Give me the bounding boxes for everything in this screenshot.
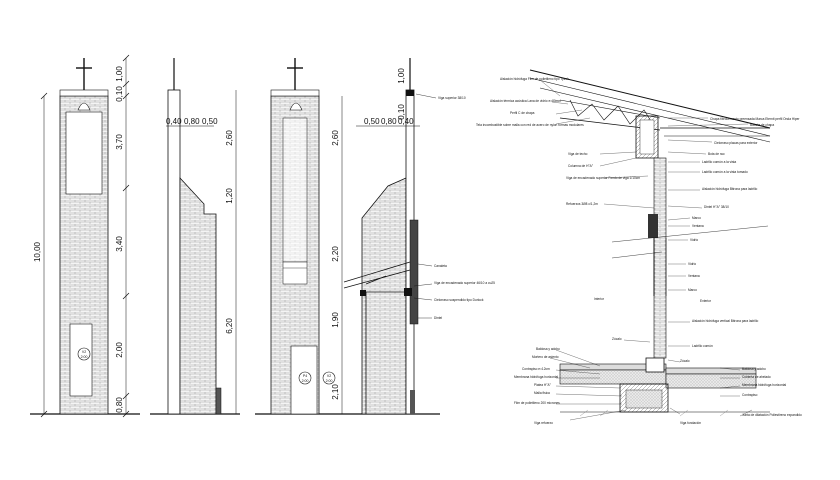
svg-text:2:00: 2:00 (302, 379, 309, 383)
note-section-23: Zócalo (612, 337, 622, 341)
ground-hatch (579, 409, 729, 417)
dim-base: 0,80 (115, 397, 124, 413)
note-section-7: Cielorraso placas para exterior (714, 141, 758, 145)
svg-text:2:00: 2:00 (326, 379, 333, 383)
dim-upper2-b: 2,60 (331, 130, 340, 146)
note-viga-encadenado: Viga de encadenado superior 46/10 a cu25 (434, 281, 495, 285)
note-section-20: Interior (594, 297, 605, 301)
note-section-25: Mortero de asiento (532, 355, 559, 359)
note-section-28: Platea H°A° (534, 383, 552, 387)
note-section-19b: Vidrio (688, 262, 696, 266)
note-section-1: Aislación hidrófuga Film de polietileno … (500, 77, 569, 81)
note-section-35: Baldosa y adobo (742, 367, 766, 371)
note-section-40: Junta de dilatación Poliestireno expandi… (742, 413, 802, 417)
note-section-17b: Marco (688, 288, 697, 292)
dim-low2: 2,10 (331, 384, 340, 400)
dim-w1-b: 0,40 (398, 117, 414, 126)
dim-mid4: 2,20 (331, 246, 340, 262)
note-section-8: Viga de techo (568, 152, 588, 156)
dim-w3-b: 0,50 (364, 117, 380, 126)
note-section-13: Ladrillo común a la vista (702, 160, 736, 164)
tag-v2-front: V2 2:00 (77, 347, 91, 361)
dim-w1-side: 0,40 (166, 117, 182, 126)
dimension-chain-front (40, 54, 130, 418)
note-section-32: Viga fundación (680, 421, 701, 425)
note-section-22: Aislación hidrófuga vertical Bitrona par… (692, 319, 758, 323)
note-section-6: Babeta de chapa (750, 123, 774, 127)
note-section-34: Ladrillo común (692, 344, 713, 348)
dim-mid: 3,40 (115, 236, 124, 252)
note-section-14: Ladrillo común a la vista tomado (702, 170, 748, 174)
dim-total: 10,00 (33, 241, 42, 262)
tag-p4: P4 2:00 (298, 371, 312, 385)
dim-upper2: 2,60 (225, 130, 234, 146)
dim-mid5: 1,90 (331, 312, 340, 328)
note-section-18b: Ventana (688, 274, 700, 278)
dim-mid3: 6,20 (225, 318, 234, 334)
dim-mid2: 1,20 (225, 188, 234, 204)
note-section-29: Malla fisica (534, 391, 550, 395)
detail-section: Aislación hidrófuga Film de polietileno … (476, 69, 802, 425)
note-canaleta: Canaleta (434, 264, 447, 268)
note-section-21: Exterior (700, 299, 712, 303)
note-section-16: Dintel H°A° 38/10 (704, 205, 729, 209)
note-section-5: Chapa fibrocemento preensada Marca Etern… (710, 117, 800, 121)
note-dintel: Dintel (434, 316, 442, 320)
note-section-23b: Zócalo (680, 359, 690, 363)
note-section-37: Cubierta de ahelado (742, 375, 771, 379)
dim-low: 2,00 (115, 342, 124, 358)
note-section-11: Refuerzos 3Ø8 c/1,2m (566, 202, 598, 206)
note-section-27: Membrana hidrófuga horizontal (514, 375, 558, 379)
dim-cross-b: 1,00 (115, 66, 124, 82)
bell-icon (77, 102, 91, 111)
dim-cross-a: 0,10 (115, 86, 124, 102)
dim-upper: 3,70 (115, 134, 124, 150)
cross-icon (287, 58, 303, 90)
note-cielorraso: Cielorraso suspendido tipo Durlock (434, 298, 484, 302)
note-section-15: Aislación hidrófuga Bitrona para ladrill… (702, 187, 758, 191)
dim-cross-b-2: 1,00 (397, 68, 406, 84)
svg-text:P4: P4 (303, 374, 307, 378)
note-section-24: Baldosa y adobo (536, 347, 560, 351)
note-section-38: Membrana hidrófuga horizontal (742, 383, 786, 387)
note-section-3: Perfil C de chapa (510, 111, 535, 115)
note-section-17: Marco (692, 216, 701, 220)
cross-icon (76, 58, 92, 90)
svg-text:V2: V2 (327, 374, 331, 378)
note-section-31: Viga refuerzo (534, 421, 553, 425)
dim-cross-a-2: 0,10 (397, 104, 406, 120)
dim-w3-side: 0,50 (202, 117, 218, 126)
elevation-side-section: 0,50 0,80 0,40 1,00 0,10 Viga superior 3… (343, 58, 495, 415)
note-section-19: Vidrio (690, 238, 698, 242)
svg-text:2:00: 2:00 (81, 355, 88, 359)
dim-w2-side: 0,80 (184, 117, 200, 126)
note-section-30: Film de polietileno 200 micrones (514, 401, 560, 405)
svg-text:V2: V2 (82, 350, 86, 354)
note-section-4: Tela incombustible sobre malla con red d… (476, 123, 584, 127)
note-section-10: Viga de encadenado superior Fondo de vig… (566, 176, 640, 180)
note-section-39: Contrapiso (742, 393, 758, 397)
elevation-section: P4 2:00 V2 2:00 2,60 2,20 1,90 2,10 (255, 58, 345, 415)
note-viga-superior: Viga superior 38/10 (438, 96, 466, 100)
note-section-9: Columna de H°A° (568, 164, 594, 168)
note-section-12: Bota de rao (708, 152, 725, 156)
tag-v2-section: V2 2:00 (322, 371, 336, 385)
elevation-side: 0,40 0,80 0,50 2,60 1,20 6,20 (150, 58, 240, 415)
dim-w2-b: 0,80 (381, 117, 397, 126)
note-section-18: Ventana (692, 224, 704, 228)
note-section-26: Contrapiso e=12cm (522, 367, 550, 371)
bell-icon (289, 102, 303, 111)
note-section-2: Aislación térmica acústica Lana de vidri… (490, 99, 561, 103)
elevation-front: V2 2:00 10,00 1,00 0,10 3,70 3,40 2,00 0… (30, 54, 140, 418)
